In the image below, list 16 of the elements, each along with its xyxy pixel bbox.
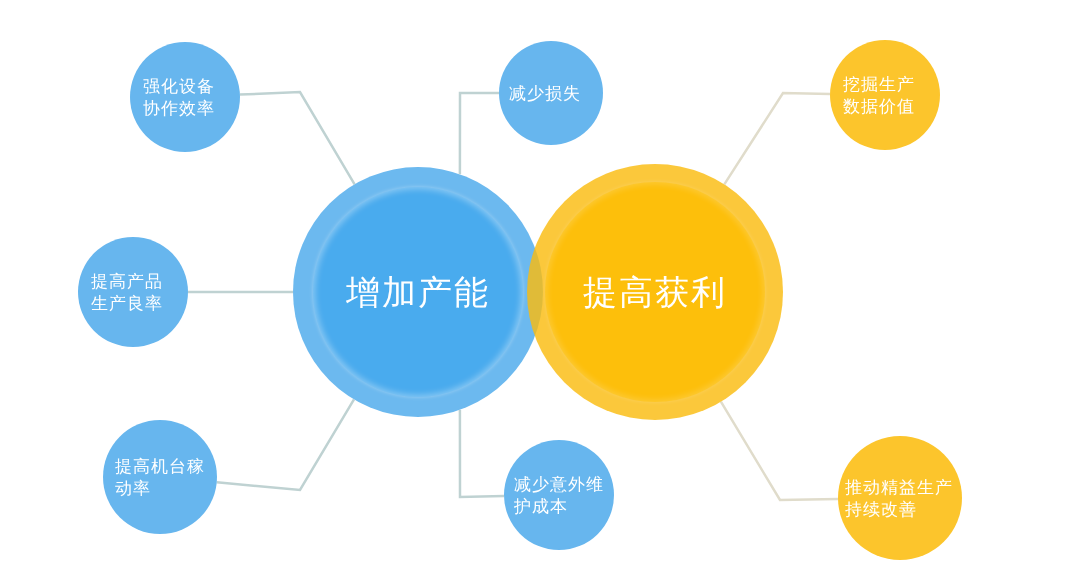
connector-line — [458, 91, 499, 175]
connector-line — [458, 409, 505, 499]
circle-label: 挖掘生产数据价值 — [843, 72, 916, 118]
connector-line — [723, 91, 831, 186]
connector-line — [188, 290, 293, 294]
circle-label: 提高获利 — [583, 270, 727, 314]
circle-label: 提高机台稼动率 — [115, 454, 205, 500]
connector-line — [216, 398, 356, 492]
connector-line — [719, 401, 839, 502]
circle-label: 提高产品生产良率 — [91, 269, 164, 315]
circle-label: 减少损失 — [509, 81, 582, 105]
circle-label: 强化设备协作效率 — [143, 74, 216, 120]
connector-line — [239, 90, 356, 185]
circle-label: 推动精益生产持续改善 — [845, 475, 954, 521]
circle-label: 减少意外维护成本 — [514, 472, 604, 518]
circle-label: 增加产能 — [346, 270, 490, 314]
